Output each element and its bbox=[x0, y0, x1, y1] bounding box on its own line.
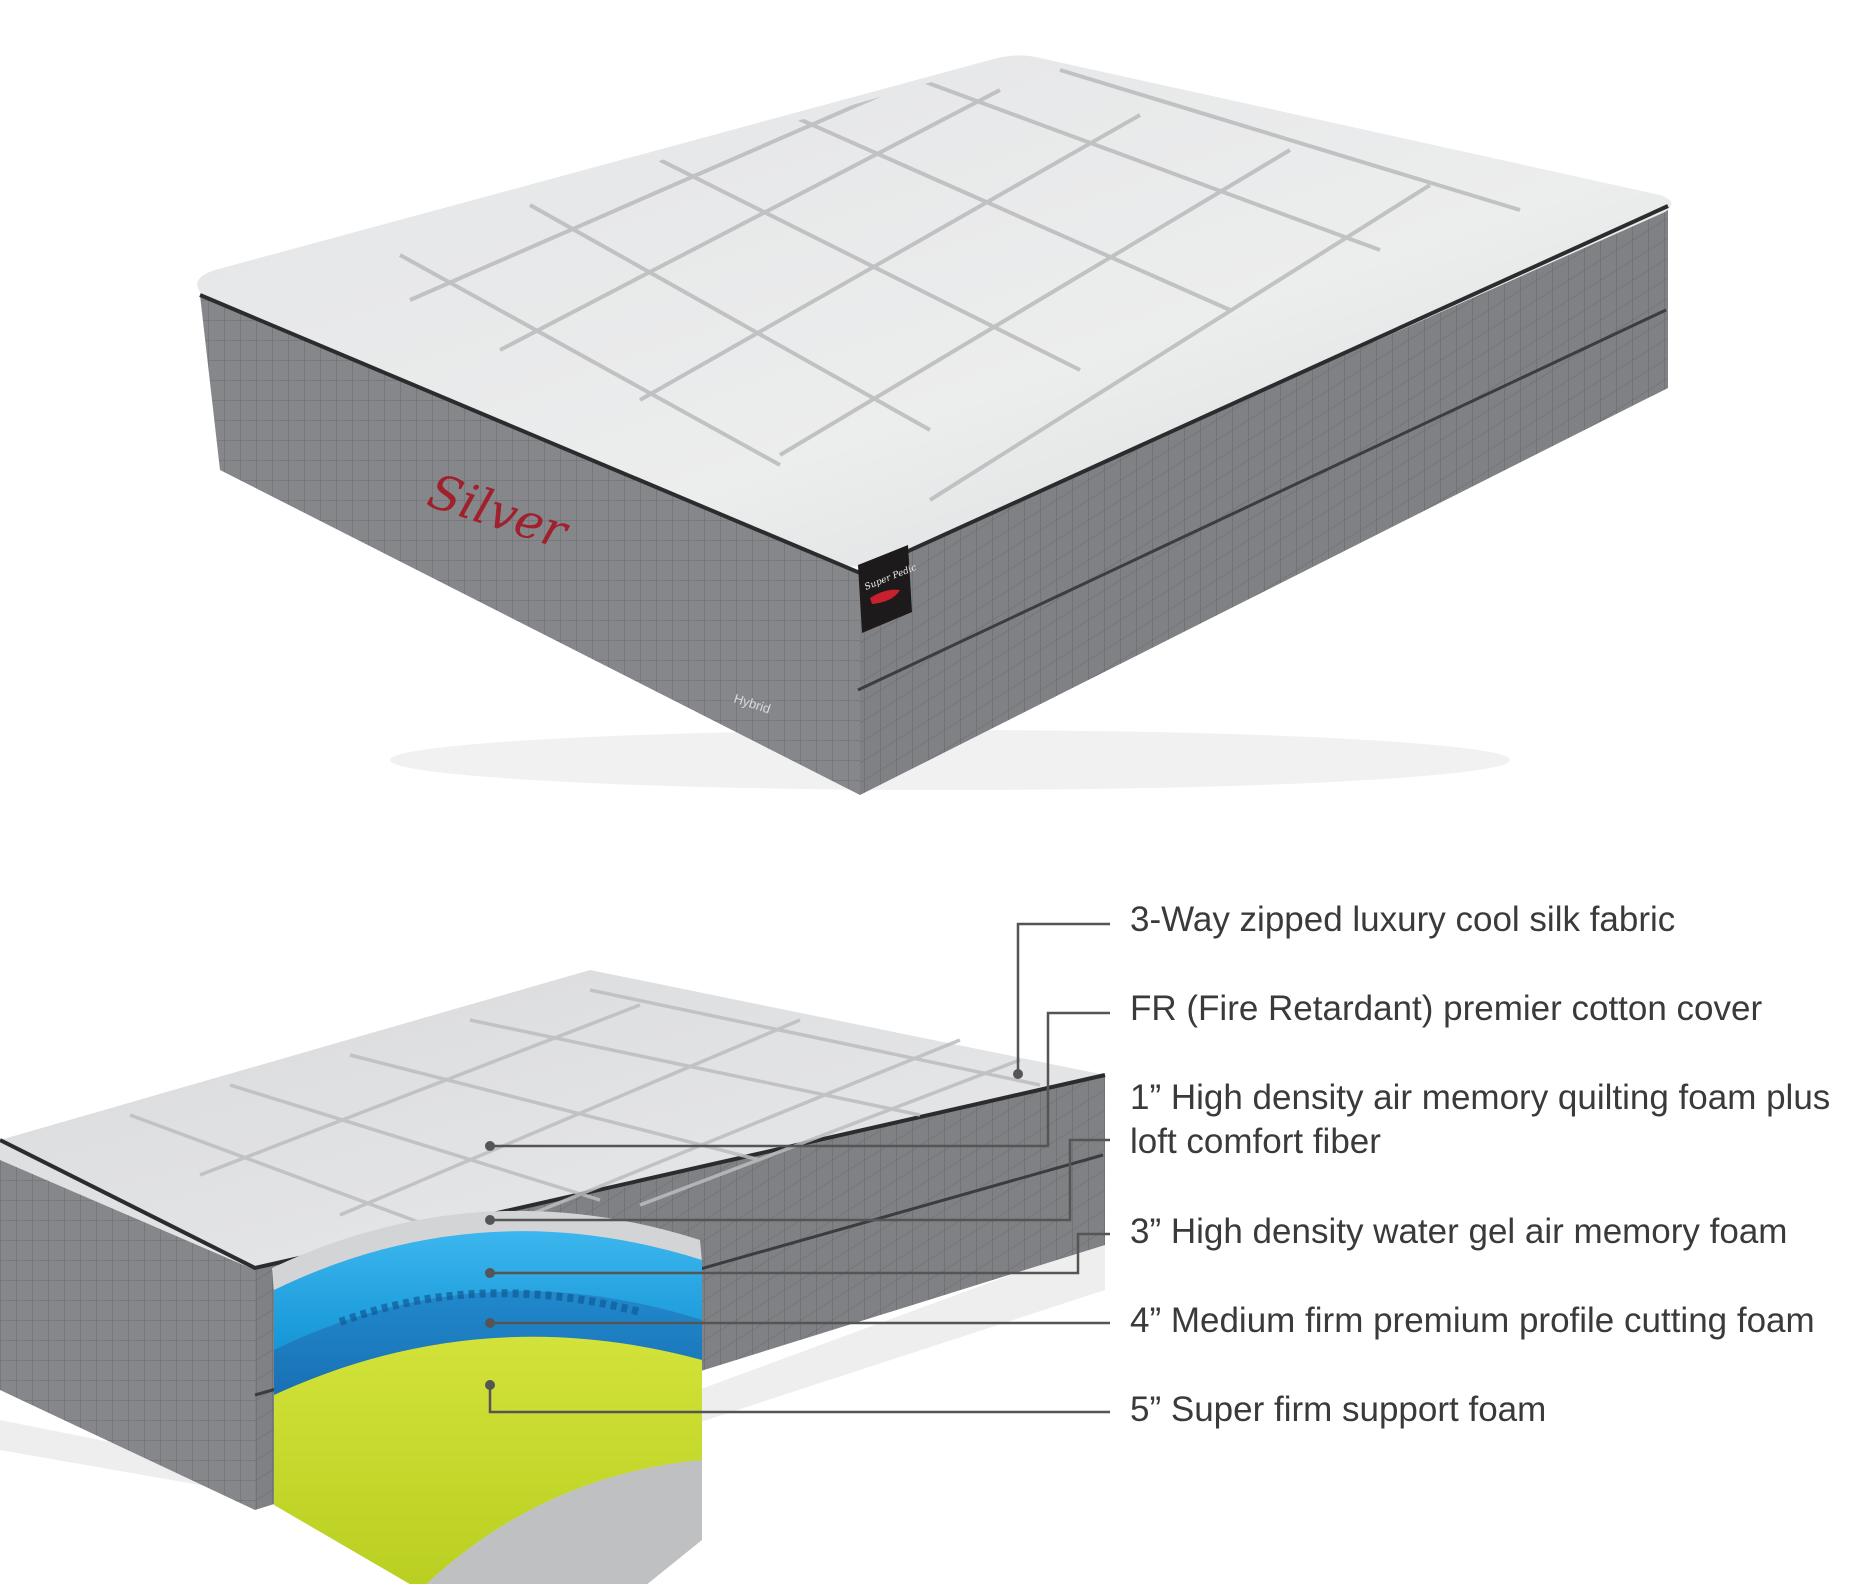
callout-support: 5” Super firm support foam bbox=[1130, 1390, 1547, 1429]
mattress-cutaway-view bbox=[0, 922, 1110, 1584]
callout-gel: 3” High density water gel air memory foa… bbox=[1130, 1212, 1788, 1251]
support-foam-layer bbox=[274, 1336, 702, 1584]
profile-foam-layer bbox=[274, 1291, 702, 1395]
mattress-top-view: Silver Hybrid Super Pedic bbox=[197, 55, 1672, 795]
callout-quilting: 1” High density air memory quilting foam… bbox=[1130, 1076, 1860, 1164]
callout-cover: FR (Fire Retardant) premier cotton cover bbox=[1130, 989, 1763, 1028]
callout-fabric: 3-Way zipped luxury cool silk fabric bbox=[1130, 900, 1676, 939]
callout-quilting-line2: loft comfort fiber bbox=[1130, 1122, 1381, 1161]
foam-layer-cutaway bbox=[272, 1210, 702, 1584]
gel-foam-layer bbox=[274, 1231, 702, 1350]
callout-leader-lines bbox=[488, 922, 1110, 1414]
callout-dots bbox=[485, 1069, 1023, 1390]
callout-quilting-line1: 1” High density air memory quilting foam… bbox=[1130, 1078, 1831, 1117]
callout-profile: 4” Medium firm premium profile cutting f… bbox=[1130, 1301, 1815, 1340]
brand-label: Super Pedic bbox=[858, 545, 918, 633]
